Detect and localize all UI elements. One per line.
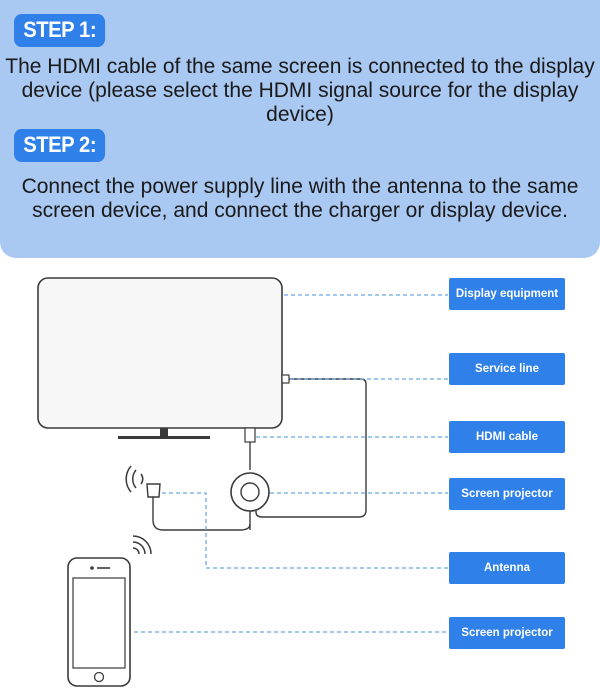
step-1-text: The HDMI cable of the same screen is con… xyxy=(5,55,595,126)
service-line-cable xyxy=(255,374,367,518)
antenna-icon xyxy=(146,483,251,531)
label-antenna: Antenna xyxy=(449,552,565,584)
label-hdmi-cable: HDMI cable xyxy=(449,421,565,453)
hdmi-dongle-icon xyxy=(230,427,270,530)
label-screen-projector: Screen projector xyxy=(449,478,565,510)
phone-wifi-signal-icon xyxy=(132,535,152,555)
label-display-equipment: Display equipment xyxy=(449,278,565,310)
smartphone-icon xyxy=(67,557,131,687)
step-1-badge: STEP 1: xyxy=(14,14,106,47)
leader-lines xyxy=(134,294,448,633)
wifi-signal-icon xyxy=(125,465,144,493)
step-2-text: Connect the power supply line with the a… xyxy=(21,175,579,222)
connection-diagram: Display equipment Service line HDMI cabl… xyxy=(0,262,600,696)
label-service-line: Service line xyxy=(449,353,565,385)
instructions-panel: STEP 1: The HDMI cable of the same scree… xyxy=(0,0,600,258)
step-2-badge: STEP 2: xyxy=(14,129,106,162)
label-screen-projector-phone: Screen projector xyxy=(449,617,565,649)
diagram-drawing xyxy=(37,277,448,687)
tv-icon xyxy=(37,277,283,439)
